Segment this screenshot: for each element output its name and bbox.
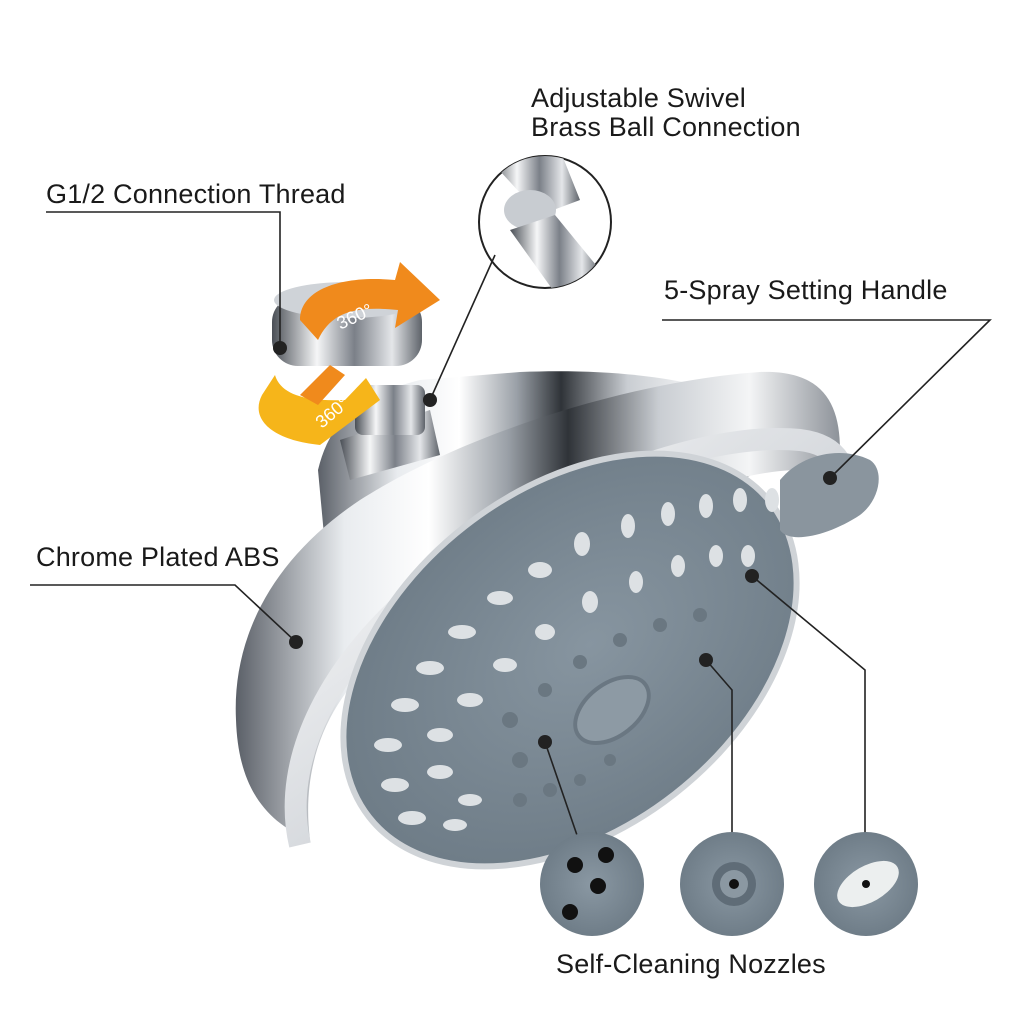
spray-handle-tab (780, 452, 879, 538)
label-connection-thread: G1/2 Connection Thread (46, 179, 346, 209)
label-swivel-line2: Brass Ball Connection (531, 112, 801, 142)
label-spray-handle: 5-Spray Setting Handle (664, 275, 948, 305)
label-self-cleaning-nozzles: Self-Cleaning Nozzles (556, 949, 826, 979)
rotation-arrow-icon (258, 262, 440, 445)
label-swivel: Adjustable Swivel Brass Ball Connection (531, 84, 801, 142)
nozzle-closeup-icon (540, 832, 644, 936)
leader-dots (273, 341, 837, 749)
label-chrome-abs: Chrome Plated ABS (36, 542, 280, 572)
swivel-closeup (478, 155, 612, 289)
nozzle-face (340, 450, 800, 870)
label-swivel-line1: Adjustable Swivel (531, 83, 747, 113)
nozzle-closeup-icon (680, 832, 784, 936)
nozzle-closeup-icon (814, 832, 918, 936)
leader-lines (30, 211, 992, 839)
